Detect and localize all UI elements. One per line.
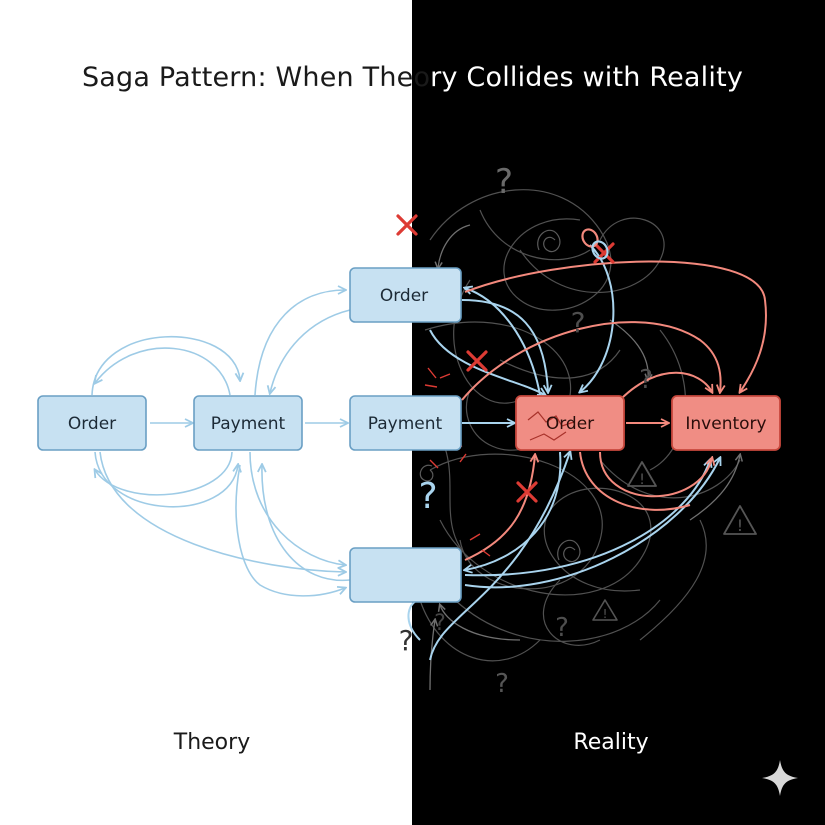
cross-mark-icon [593,242,615,264]
warning-triangles: ! ! ! [592,461,757,621]
question-mark-icon: ? [399,624,414,657]
crack-lines [527,411,575,441]
chaos-grey-arrows [429,224,740,691]
caption-theory: Theory [173,730,251,755]
warning-glyph: ! [737,516,743,535]
cross-mark-icon [516,481,538,503]
diagram-title: Saga Pattern: When Theory Collides with … [0,62,825,93]
sparkle-icon [762,760,798,796]
chaos-scribbles [419,189,741,662]
reality-red-arrows [461,260,767,561]
node-inventory-red-label: Inventory [685,414,766,434]
chaos-spirals [419,229,581,563]
warning-triangle-icon: ! [592,599,618,621]
warning-triangle-icon: ! [627,461,657,488]
question-mark-icon: ? [495,669,509,699]
question-mark-icon: ? [571,306,586,339]
node-order-left-label: Order [68,414,116,434]
node-payment-mid-label: Payment [368,414,443,434]
question-mark-icon: ? [418,476,437,517]
node-inventory-red: Inventory [671,395,781,451]
warning-triangle-icon: ! [723,505,757,535]
link-icon [581,228,609,260]
theory-arrows [91,290,351,597]
node-unlabeled-bottom [349,547,462,603]
node-order-red-label: Order [546,414,594,434]
node-order-red: Order [515,395,625,451]
cross-mark-icon [396,214,418,236]
warning-glyph: ! [639,472,645,488]
node-payment-mid: Payment [349,395,462,451]
question-mark-icon: ? [495,162,513,202]
question-marks: ? ? ? ? ? ? ? ? [399,162,653,699]
cross-mark-icon [466,350,488,372]
question-mark-icon: ? [434,611,446,636]
reality-blue-arrows [407,244,720,661]
title-right-part: ry Collides with Reality [430,62,744,93]
caption-reality: Reality [573,730,649,755]
warning-glyph: ! [603,607,608,621]
node-order-left: Order [37,395,147,451]
node-payment-left-label: Payment [211,414,286,434]
question-mark-icon: ? [555,613,569,643]
node-payment-left: Payment [193,395,303,451]
title-left-part: Saga Pattern: When Theo [81,62,431,93]
node-order-top-label: Order [380,286,428,306]
question-mark-icon: ? [639,365,653,395]
node-order-top: Order [349,267,462,323]
